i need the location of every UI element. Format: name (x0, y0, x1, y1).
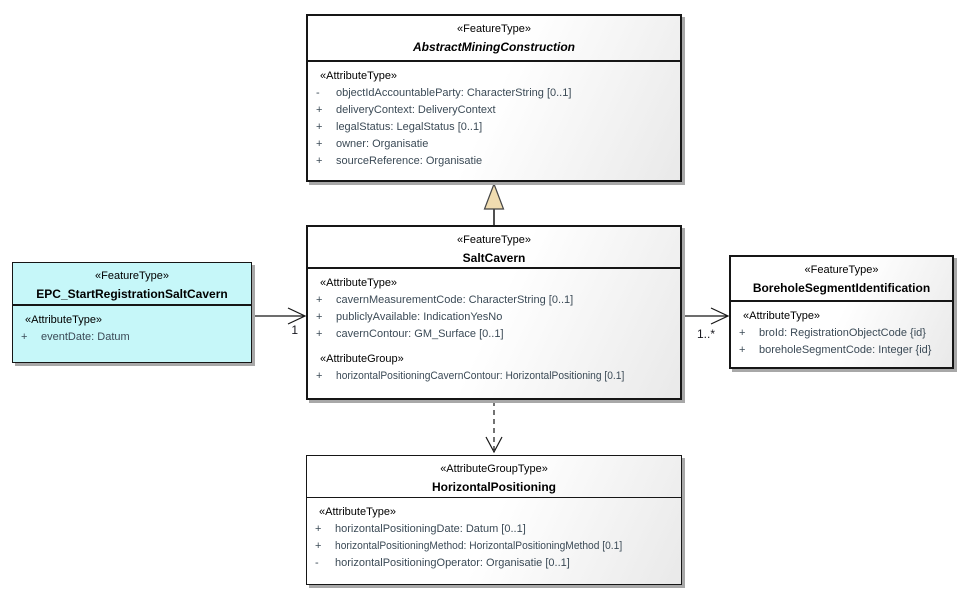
attribute-row: + broId: RegistrationObjectCode {id} (739, 327, 926, 339)
class-stereotype: «FeatureType» (95, 270, 169, 282)
class-header: «FeatureType» AbstractMiningConstruction (308, 16, 680, 62)
class-header: «AttributeGroupType» HorizontalPositioni… (307, 456, 681, 498)
attribute-row: + horizontalPositioningMethod: Horizonta… (315, 540, 623, 552)
class-saltcavern[interactable]: «FeatureType» SaltCavern «AttributeType»… (306, 225, 682, 400)
section-heading: «AttributeType» (25, 314, 103, 326)
class-stereotype: «FeatureType» (457, 234, 531, 246)
section-heading: «AttributeType» (320, 277, 398, 289)
attribute-row: + owner: Organisatie (316, 138, 429, 150)
generalization-connector[interactable] (483, 182, 505, 226)
class-stereotype: «FeatureType» (804, 264, 879, 276)
class-boreholesegmentidentification[interactable]: «FeatureType» BoreholeSegmentIdentificat… (729, 255, 954, 369)
class-attributes: «AttributeType» - objectIdAccountablePar… (308, 62, 680, 170)
attribute-row: + horizontalPositioningDate: Datum [0..1… (315, 523, 526, 535)
attribute-row: + deliveryContext: DeliveryContext (316, 104, 496, 116)
open-arrowhead-icon (485, 436, 503, 454)
class-name: SaltCavern (462, 251, 526, 265)
section-heading: «AttributeType» (319, 506, 397, 518)
attribute-row: + legalStatus: LegalStatus [0..1] (316, 121, 483, 133)
class-epc-startregistrationsaltcavern[interactable]: «FeatureType» EPC_StartRegistrationSaltC… (12, 262, 252, 363)
attribute-row: + horizontalPositioningCavernContour: Ho… (316, 370, 625, 382)
class-abstractminingconstruction[interactable]: «FeatureType» AbstractMiningConstruction… (306, 14, 682, 182)
multiplicity-label: 1 (291, 323, 298, 337)
multiplicity-label: 1..* (697, 327, 715, 341)
class-header: «FeatureType» SaltCavern (308, 227, 680, 269)
open-arrowhead-icon (710, 307, 730, 325)
class-name: AbstractMiningConstruction (413, 40, 575, 54)
class-header: «FeatureType» EPC_StartRegistrationSaltC… (13, 263, 251, 306)
open-arrowhead-icon (287, 307, 307, 325)
dependency-saltcavern-horizontalpositioning[interactable] (485, 401, 503, 454)
association-saltcavern-borehole[interactable]: 1..* (683, 307, 730, 341)
attribute-row: + eventDate: Datum (21, 331, 130, 343)
attribute-row: - objectIdAccountableParty: CharacterStr… (316, 87, 572, 99)
attribute-row: + cavernContour: GM_Surface [0..1] (316, 328, 504, 340)
class-stereotype: «FeatureType» (457, 23, 531, 35)
class-name: HorizontalPositioning (432, 480, 556, 494)
class-header: «FeatureType» BoreholeSegmentIdentificat… (731, 257, 952, 302)
section-heading: «AttributeGroup» (320, 353, 404, 365)
generalization-triangle-icon (483, 182, 505, 210)
attribute-row: + sourceReference: Organisatie (316, 155, 483, 167)
association-epc-saltcavern[interactable]: 1 (253, 307, 307, 337)
class-attributes: «AttributeType» + horizontalPositioningD… (307, 498, 681, 572)
attribute-row: + cavernMeasurementCode: CharacterString… (316, 294, 574, 306)
attribute-row: + boreholeSegmentCode: Integer {id} (739, 344, 932, 356)
attribute-row: + publiclyAvailable: IndicationYesNo (316, 311, 503, 323)
class-stereotype: «AttributeGroupType» (440, 463, 548, 475)
section-heading: «AttributeType» (743, 310, 821, 322)
attribute-row: - horizontalPositioningOperator: Organis… (315, 557, 570, 569)
class-horizontalpositioning[interactable]: «AttributeGroupType» HorizontalPositioni… (306, 455, 682, 585)
class-name: BoreholeSegmentIdentification (752, 281, 931, 295)
class-attributes: «AttributeType» + eventDate: Datum (13, 306, 251, 346)
class-attributes: «AttributeType» + broId: RegistrationObj… (731, 302, 952, 359)
section-heading: «AttributeType» (320, 70, 398, 82)
class-name: EPC_StartRegistrationSaltCavern (36, 287, 228, 301)
class-attributes: «AttributeType» + cavernMeasurementCode:… (308, 269, 680, 385)
